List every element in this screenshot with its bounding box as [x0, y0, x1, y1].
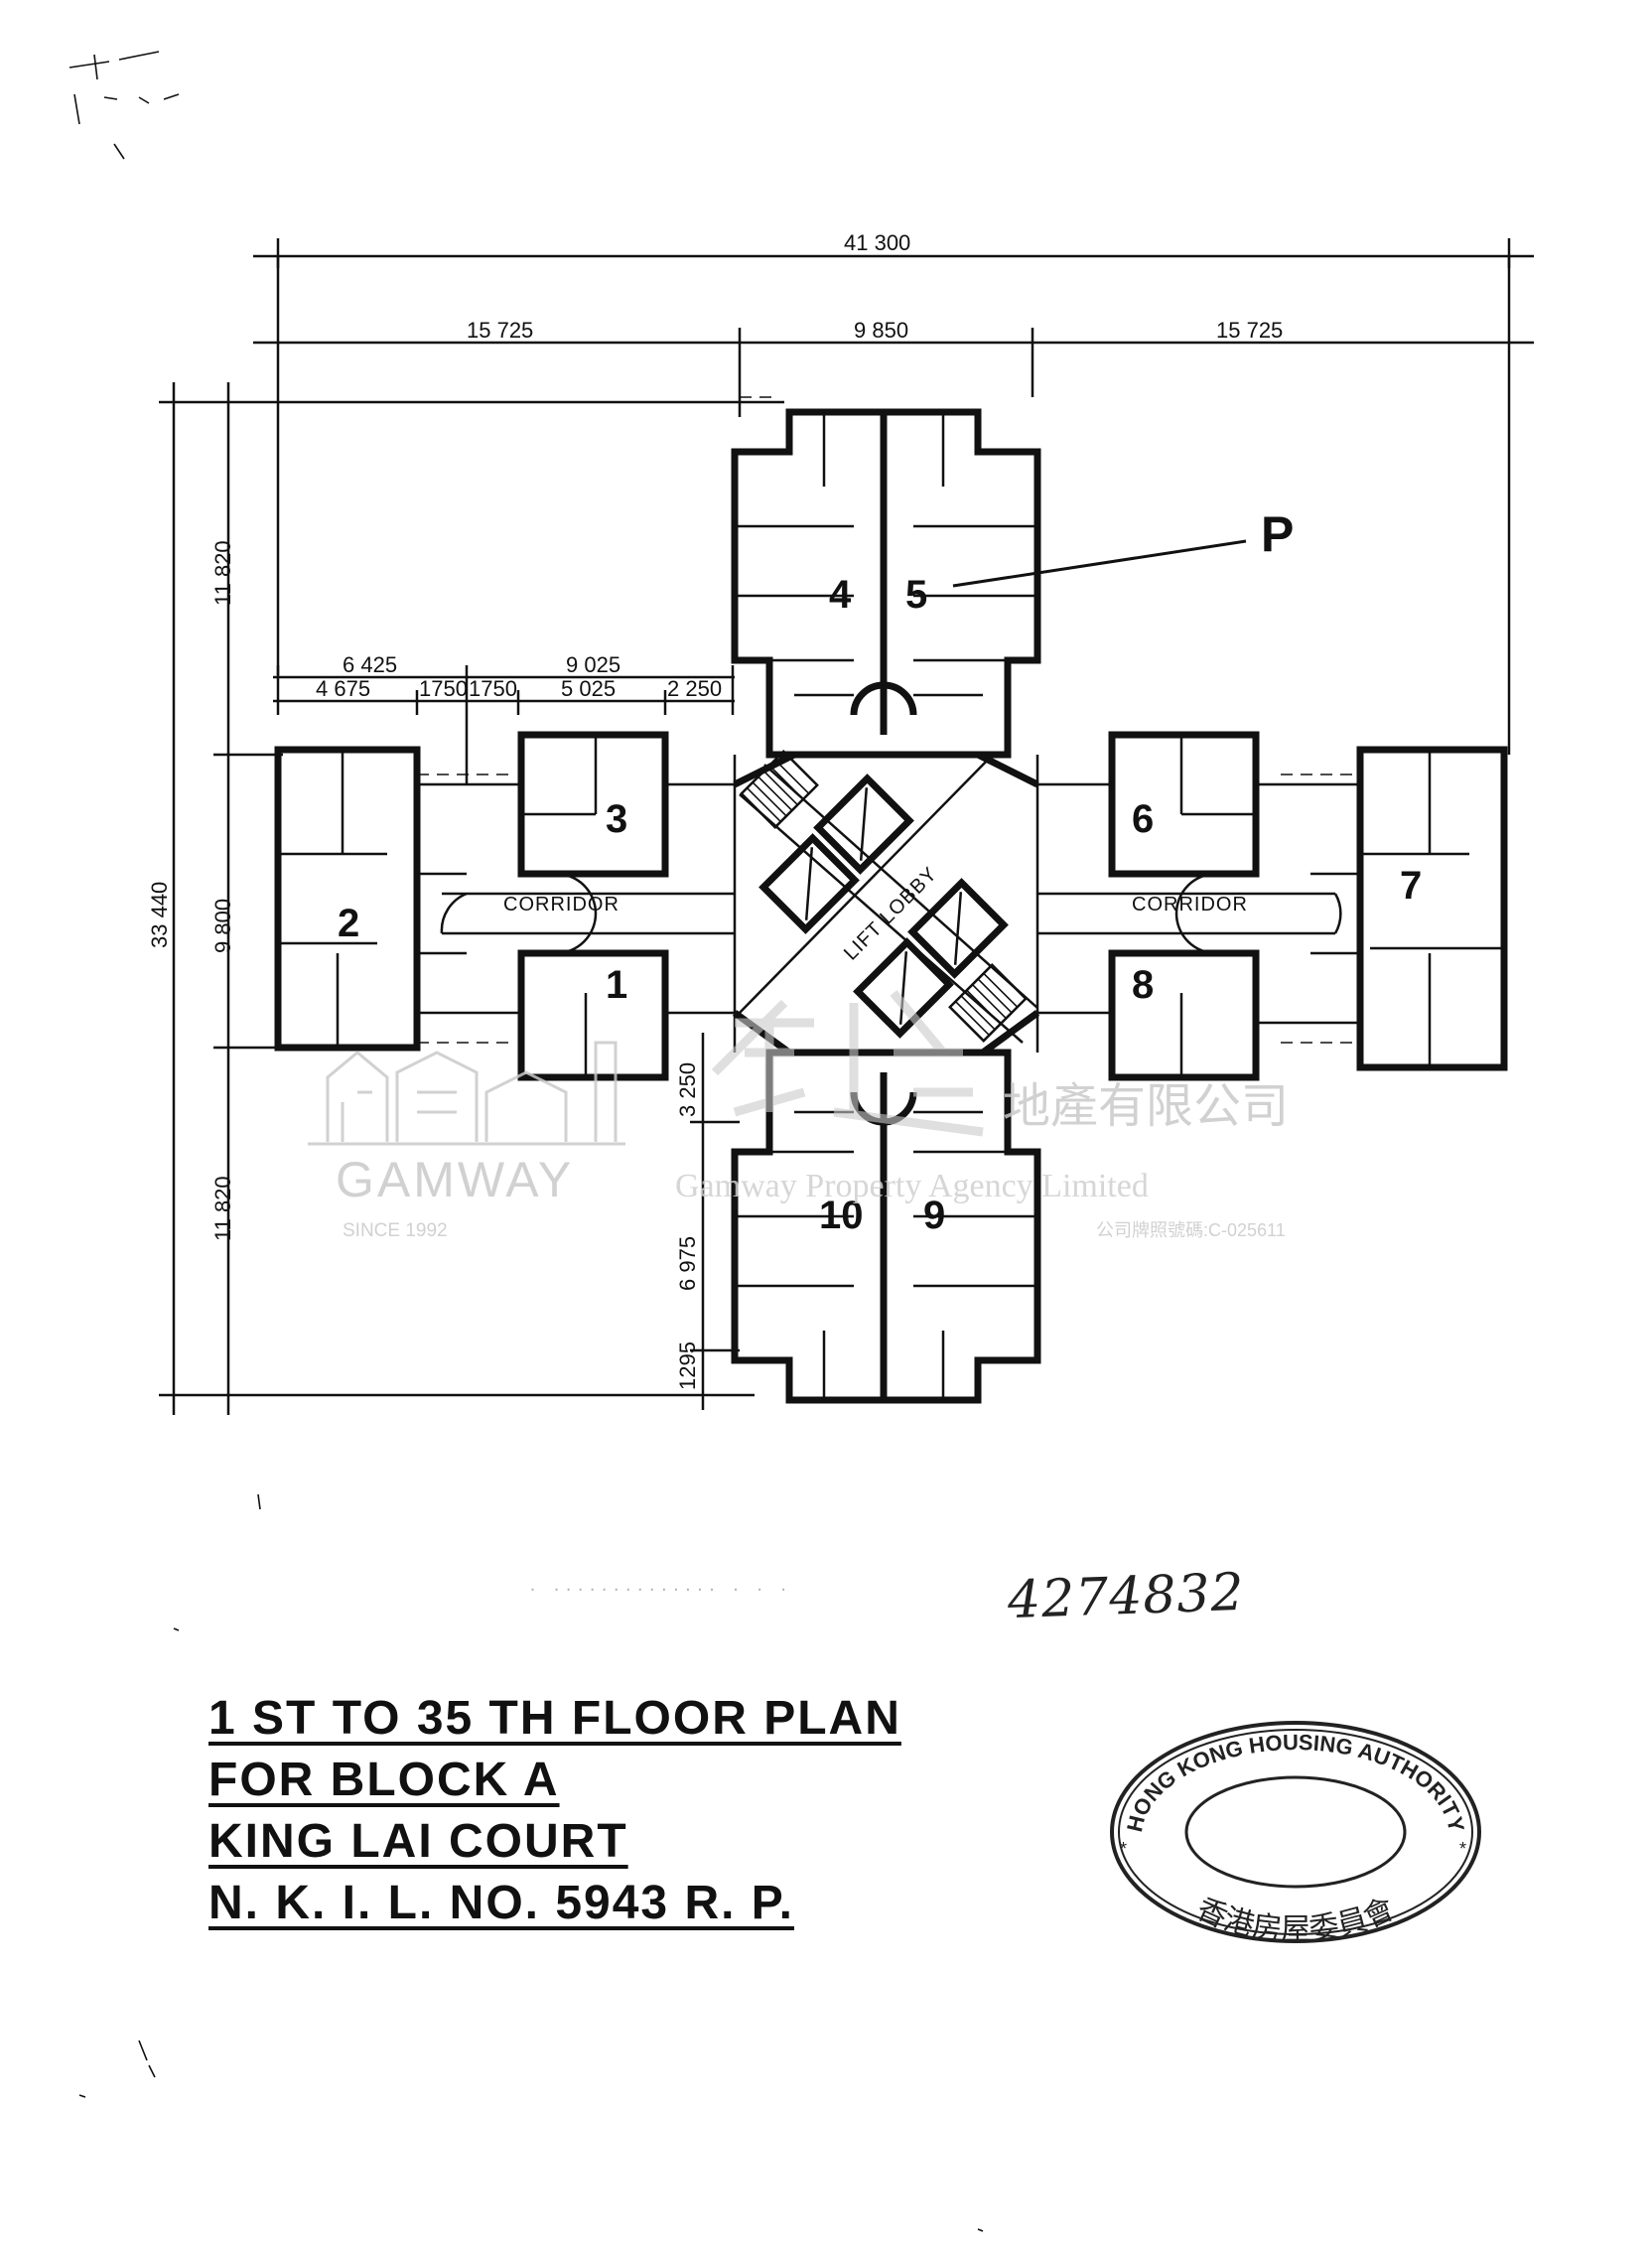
dim-left-b: 9 025: [566, 652, 620, 677]
title-line-1: 1 ST TO 35 TH FLOOR PLAN: [208, 1692, 901, 1745]
unit-numbers: 1 2 3 4 5 6 7 8 9 10: [338, 573, 1422, 1237]
watermark-chinese-logo: [711, 990, 984, 1137]
dimension-lines: 41 300 15 725 9 850 15 725 33 440 11 820…: [147, 230, 1534, 1415]
unit-number: 7: [1400, 864, 1422, 908]
unit-number: 4: [829, 573, 852, 617]
staircase: [740, 750, 819, 829]
dim-left-g: 2 250: [667, 676, 722, 701]
marker-label: P: [1261, 506, 1294, 562]
watermark-licence: 公司牌照號碼:C-025611: [1096, 1220, 1286, 1240]
unit-number: 8: [1132, 963, 1154, 1007]
lift-car: [758, 833, 860, 934]
dim-top-wing-depth: 11 820: [210, 540, 235, 606]
dim-left-c: 4 675: [316, 676, 370, 701]
unit-number: 1: [606, 963, 627, 1007]
title-line-3: KING LAI COURT: [208, 1815, 628, 1868]
dim-left-e: 1750: [469, 676, 517, 701]
dim-center-depth: 9 800: [210, 899, 235, 953]
housing-authority-stamp: HONG KONG HOUSING AUTHORITY 香港房屋委員會 * *: [1110, 1721, 1481, 1947]
stamp-star-right: *: [1459, 1839, 1466, 1859]
lift-car: [907, 878, 1009, 979]
faint-note: · ·············· · · ·: [528, 1581, 791, 1599]
unit-number: 3: [606, 797, 627, 841]
title-line-4: N. K. I. L. NO. 5943 R. P.: [208, 1877, 794, 1929]
dim-left-wing: 15 725: [467, 318, 533, 343]
watermark-company-zh: 地產有限公司: [1003, 1080, 1289, 1133]
dim-right-wing: 15 725: [1216, 318, 1283, 343]
title-line-2: FOR BLOCK A: [208, 1754, 560, 1806]
dim-bottom-a: 3 250: [675, 1062, 700, 1117]
unit-number: 5: [905, 573, 927, 617]
lift-car: [853, 937, 954, 1039]
corridor-left-label: CORRIDOR: [503, 894, 620, 916]
watermark-brand: GAMWAY: [336, 1152, 574, 1207]
dim-bottom-b: 6 975: [675, 1236, 700, 1291]
dim-left-f: 5 025: [561, 676, 616, 701]
stamp-text-zh: 香港房屋委員會: [1191, 1892, 1400, 1947]
lift-car: [813, 774, 914, 875]
building-outline: [274, 408, 1508, 1404]
dim-overall-depth: 33 440: [147, 882, 172, 948]
watermark-logo: [308, 1041, 625, 1146]
marker-leader-line: [952, 539, 1247, 588]
title-block: 1 ST TO 35 TH FLOOR PLAN FOR BLOCK A KIN…: [208, 1688, 901, 1934]
staircase: [948, 963, 1028, 1043]
dim-bottom-c: 1295: [675, 1341, 700, 1390]
unit-number: 6: [1132, 797, 1154, 841]
stamp-text-en: HONG KONG HOUSING AUTHORITY: [1122, 1730, 1469, 1834]
unit-number: 10: [819, 1194, 864, 1237]
watermark-company-en: Gamway Property Agency Limited: [675, 1168, 1149, 1204]
dim-center: 9 850: [854, 318, 908, 343]
dim-bottom-wing-depth: 11 820: [210, 1176, 235, 1241]
watermark: GAMWAY SINCE 1992 地產有限公司 Gamway Property…: [308, 990, 1289, 1241]
handwritten-number: 4274832: [1007, 1562, 1246, 1631]
unit-number: 2: [338, 902, 359, 945]
corridor-right-label: CORRIDOR: [1132, 894, 1248, 916]
scan-marks: [69, 51, 180, 160]
scan-marks: [78, 1493, 984, 2232]
stamp-star-left: *: [1120, 1839, 1127, 1859]
unit-number: 9: [923, 1194, 945, 1237]
dim-overall-width: 41 300: [844, 230, 910, 255]
dim-left-d: 1750: [419, 676, 468, 701]
dim-left-a: 6 425: [343, 652, 397, 677]
watermark-since: SINCE 1992: [343, 1220, 448, 1241]
